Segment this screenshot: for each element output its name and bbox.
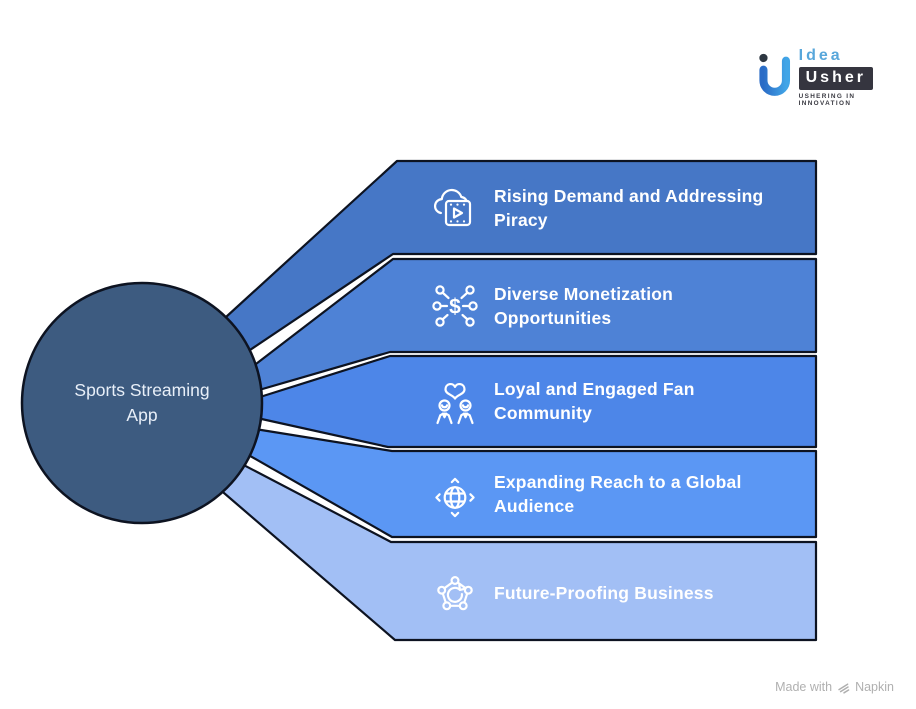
- band-label-monetization: Diverse Monetization Opportunities: [494, 282, 816, 330]
- center-label-line1: Sports Streaming: [74, 380, 210, 400]
- center-label: Sports Streaming App: [32, 378, 252, 428]
- band-label-future-proofing: Future-Proofing Business: [494, 581, 816, 605]
- cloud-video-icon: [433, 188, 472, 227]
- svg-text:$: $: [449, 296, 461, 319]
- globe-nav-icon: [435, 477, 475, 518]
- idea-usher-logo: Idea Usher USHERING IN INNOVATION: [754, 47, 900, 107]
- band-label-line1: Diverse Monetization: [494, 284, 674, 304]
- logo-brand-top: Idea: [798, 47, 843, 64]
- band-label-fan-community: Loyal and Engaged Fan Community: [494, 377, 816, 425]
- napkin-logo-icon: [838, 682, 850, 694]
- made-with-text: Made with: [775, 680, 833, 694]
- center-label-line2: App: [126, 405, 158, 425]
- band-label-line2: Opportunities: [494, 308, 612, 328]
- band-label-line1: Expanding Reach to a Global: [494, 472, 742, 492]
- made-with-napkin-link[interactable]: Made with Napkin: [775, 680, 894, 694]
- logo-u-glyph-icon: [759, 53, 791, 96]
- band-label-line2: Community: [494, 403, 593, 423]
- band-label-line1: Rising Demand and Addressing: [494, 186, 764, 206]
- fans-heart-icon: [436, 383, 474, 425]
- logo-brand-bottom: Usher: [798, 67, 873, 90]
- band-label-line1: Future-Proofing Business: [494, 583, 714, 603]
- band-label-line1: Loyal and Engaged Fan: [494, 379, 695, 399]
- band-label-line2: Piracy: [494, 210, 548, 230]
- napkin-brand-text: Napkin: [855, 680, 894, 694]
- band-label-line2: Audience: [494, 496, 575, 516]
- band-label-rising-demand: Rising Demand and Addressing Piracy: [494, 184, 816, 232]
- logo-tagline: USHERING IN INNOVATION: [798, 93, 856, 107]
- band-label-global-audience: Expanding Reach to a Global Audience: [494, 470, 816, 518]
- pentagon-refresh-icon: [437, 576, 473, 611]
- dollar-network-icon: $: [432, 285, 478, 327]
- center-circle: [20, 281, 264, 525]
